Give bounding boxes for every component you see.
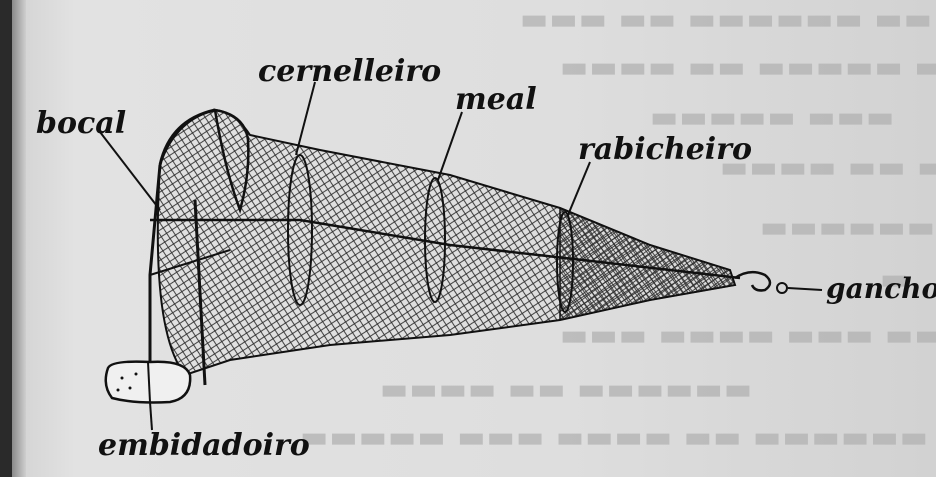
- label-gancho: gancho: [826, 272, 936, 305]
- leader-rabicheiro: [568, 162, 590, 215]
- net-tail: [560, 208, 735, 320]
- leader-gancho: [788, 288, 822, 290]
- label-rabicheiro: rabicheiro: [578, 132, 752, 167]
- leader-cernelleiro: [296, 82, 315, 155]
- hook-ring: [777, 283, 787, 293]
- leader-embidadoiro: [150, 402, 152, 430]
- label-bocal: bocal: [36, 106, 126, 141]
- label-cernelleiro: cernelleiro: [258, 54, 441, 89]
- leader-meal: [438, 112, 462, 180]
- label-embidadoiro: embidadoiro: [98, 428, 310, 463]
- leader-bocal: [100, 132, 160, 210]
- hook: [735, 272, 770, 290]
- label-meal: meal: [455, 82, 537, 117]
